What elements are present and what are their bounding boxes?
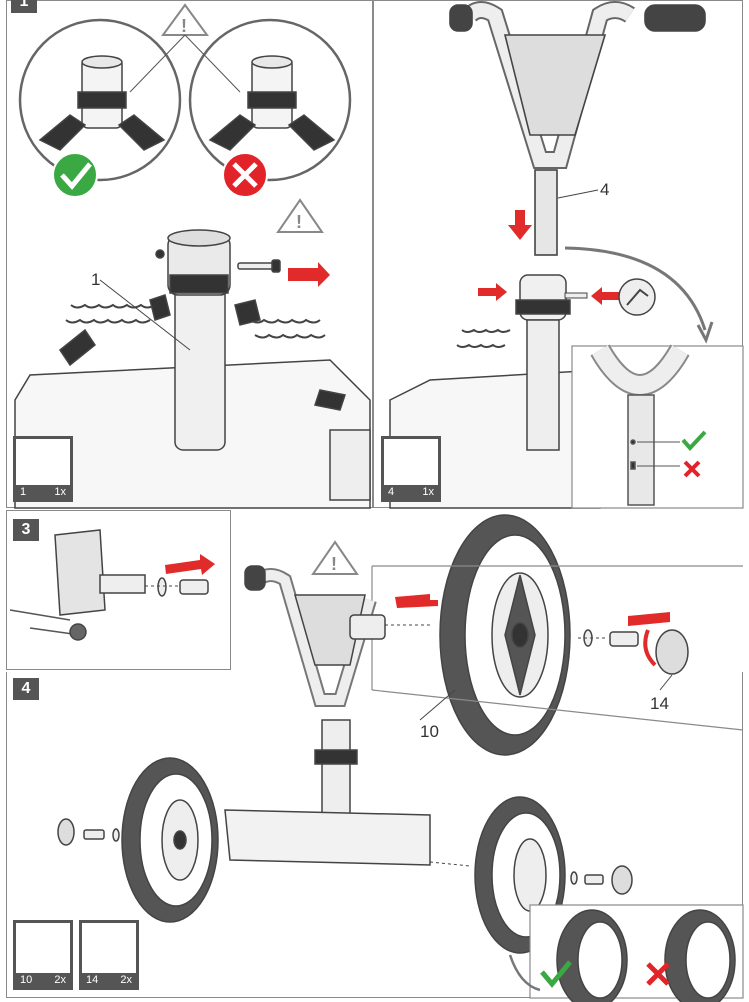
red-arrow — [478, 283, 507, 301]
cross-icon — [646, 962, 670, 986]
red-arrow — [165, 554, 215, 575]
part-quantity: 2x — [120, 974, 132, 986]
check-icon — [540, 960, 572, 988]
part-box-wheel: 10 2x — [13, 920, 73, 990]
step-number-3: 3 — [13, 519, 39, 541]
callout-part-4: 4 — [600, 180, 610, 199]
check-icon — [52, 152, 98, 198]
red-arrow — [508, 210, 532, 240]
front-fork-assembly — [14, 229, 371, 509]
part-number: 14 — [86, 974, 99, 986]
svg-text:!: ! — [331, 554, 337, 574]
wheel-large — [439, 514, 571, 756]
tool-icon — [618, 278, 656, 316]
cross-icon — [222, 152, 268, 198]
part-number: 4 — [388, 486, 395, 498]
callout-part-1: 1 — [91, 270, 101, 289]
check-icon — [681, 430, 707, 451]
part-number: 1 — [20, 486, 27, 498]
step-number-1: 1 — [11, 0, 37, 13]
red-arrow — [288, 262, 330, 287]
svg-text:!: ! — [296, 212, 302, 232]
part-quantity: 1x — [54, 486, 66, 498]
part-number: 10 — [20, 974, 33, 986]
red-arrow — [628, 612, 670, 626]
cross-icon — [683, 460, 701, 478]
handlebar — [449, 1, 706, 256]
callout-part-14: 14 — [650, 694, 669, 713]
svg-text:!: ! — [181, 16, 187, 36]
part-box-hub-cap: 14 2x — [79, 920, 139, 990]
red-arrow — [395, 594, 438, 608]
bolt — [155, 249, 281, 273]
part-box-handlebar: 4 1x — [381, 436, 441, 502]
step-number-4: 4 — [13, 678, 39, 700]
wheel-left — [121, 757, 219, 923]
warning-icon — [161, 3, 359, 575]
red-arrow — [591, 287, 620, 305]
part-quantity: 1x — [422, 486, 434, 498]
part-quantity: 2x — [54, 974, 66, 986]
part-box-fork: 1 1x — [13, 436, 73, 502]
callout-part-10: 10 — [420, 722, 439, 741]
